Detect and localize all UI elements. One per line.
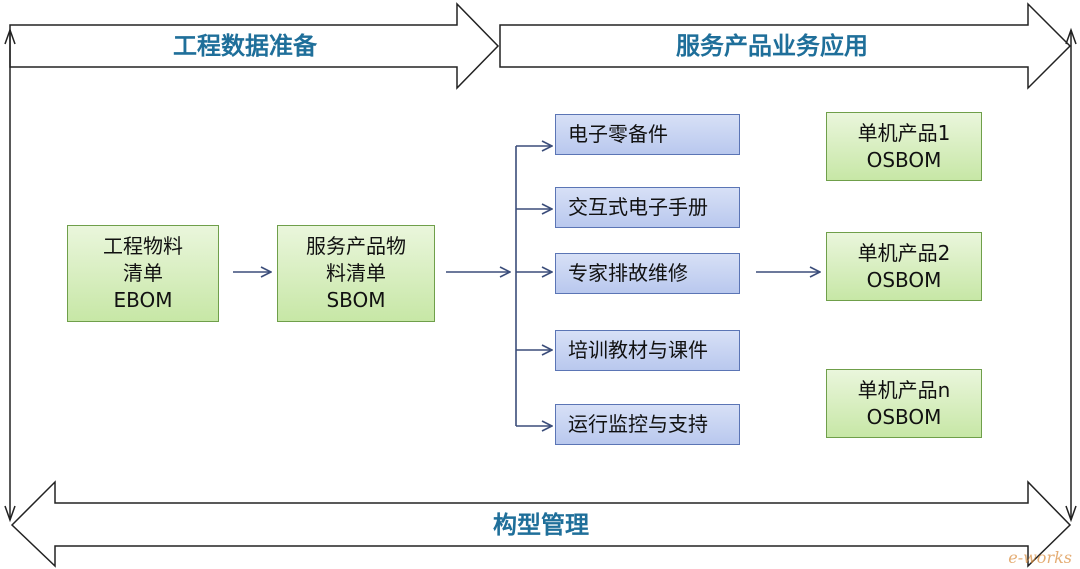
ebom-line-3: EBOM [113,288,173,312]
osbom-n-line-1: 单机产品n [857,377,951,402]
osbom-2-line-2: OSBOM [866,267,942,292]
osbom-box-2: 单机产品2 OSBOM [826,232,982,301]
banner-arrow-service [499,2,1072,90]
app-box-training: 培训教材与课件 [555,330,740,371]
app-box-troubleshooting: 专家排故维修 [555,253,740,294]
app-label-5: 运行监控与支持 [568,412,708,436]
sbom-box: 服务产品物 料清单 SBOM [277,225,435,322]
app-box-monitoring: 运行监控与支持 [555,404,740,445]
app-label-2: 交互式电子手册 [568,195,708,219]
app-label-3: 专家排故维修 [568,261,688,285]
ebom-line-1: 工程物料 [103,234,183,258]
right-vertical-arrow-head-bottom [1065,505,1077,523]
left-vertical-arrow-head-bottom [4,505,16,523]
ebom-box: 工程物料 清单 EBOM [67,225,219,322]
sbom-line-1: 服务产品物 [306,234,406,258]
app-box-ietm: 交互式电子手册 [555,187,740,228]
app-box-spare-parts: 电子零备件 [555,114,740,155]
sbom-line-2: 料清单 [326,261,386,285]
osbom-2-line-1: 单机产品2 [857,240,951,265]
app-label-1: 电子零备件 [568,122,668,146]
banner-label-engineering: 工程数据准备 [173,32,318,60]
osbom-box-n: 单机产品n OSBOM [826,369,982,438]
ebom-line-2: 清单 [123,261,163,285]
watermark-logo: e-works [1008,548,1072,567]
osbom-n-line-2: OSBOM [866,404,942,429]
app-label-4: 培训教材与课件 [568,338,708,362]
left-vertical-arrow-head-top [4,27,16,45]
banner-label-configuration: 构型管理 [493,511,589,539]
right-vertical-arrow-head-top [1065,27,1077,45]
osbom-1-line-2: OSBOM [866,147,942,172]
banner-label-service: 服务产品业务应用 [676,32,868,60]
banner-arrow-engineering [9,2,500,90]
banner-arrow-configuration [10,480,1072,568]
sbom-line-3: SBOM [326,288,386,312]
osbom-1-line-1: 单机产品1 [857,120,951,145]
osbom-box-1: 单机产品1 OSBOM [826,112,982,181]
